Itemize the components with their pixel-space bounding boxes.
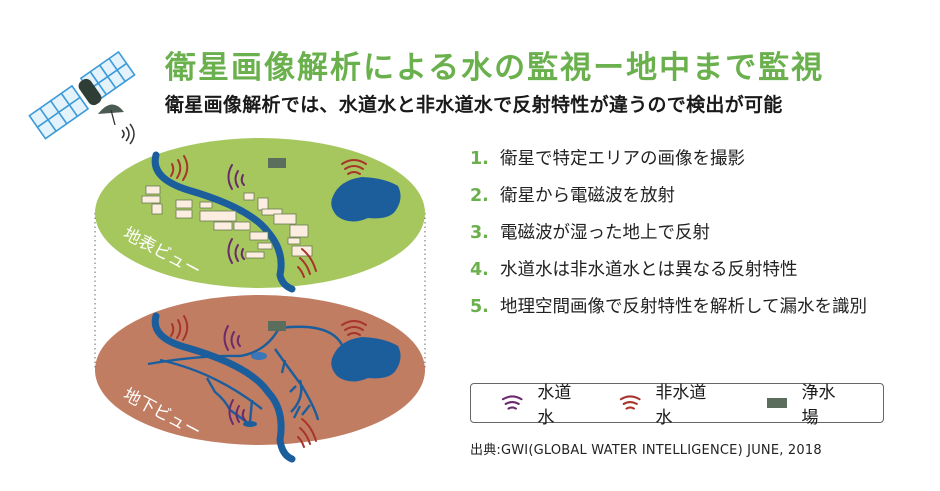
rectangle-icon [766,398,788,408]
step-text: 地理空間画像で反射特性を解析して漏水を識別 [500,297,867,317]
step-number: 1. [470,149,489,169]
legend-label: 水道水 [537,383,572,428]
underground-view: 地下ビュー [95,295,425,463]
step-text: 電磁波が湿った地上で反射 [500,223,710,243]
legend-item-tap-water: 水道水 [501,378,585,428]
satellite-icon [28,50,136,145]
step-item: 2. 衛星から電磁波を放射 [470,185,930,207]
step-text: 水道水は非水道水とは異なる反射特性 [500,260,798,280]
step-item: 4. 水道水は非水道水とは異なる反射特性 [470,259,930,281]
step-number: 5. [470,297,489,317]
page-title: 衛星画像解析による水の監視ー地中まで監視 [165,50,825,86]
page-subtitle: 衛星画像解析では、水道水と非水道水で反射特性が違うので検出が可能 [165,94,783,116]
legend-label: 非水道水 [655,383,707,428]
signal-wave-icon [501,395,523,410]
step-number: 2. [470,186,489,206]
step-text: 衛星で特定エリアの画像を撮影 [500,149,745,169]
surface-view: 地表ビュー [95,138,425,293]
step-item: 5. 地理空間画像で反射特性を解析して漏水を識別 [470,296,930,324]
legend-label: 浄水場 [801,383,836,428]
step-number: 3. [470,223,489,243]
legend-item-non-tap-water: 非水道水 [619,378,719,428]
step-item: 3. 電磁波が湿った地上で反射 [470,222,930,244]
legend: 水道水 非水道水 浄水場 [470,383,884,428]
signal-wave-icon [619,395,641,410]
step-number: 4. [470,260,489,280]
map-illustration: 地下ビュー [94,138,426,463]
steps-list: 1. 衛星で特定エリアの画像を撮影 2. 衛星から電磁波を放射 3. 電磁波が湿… [470,148,930,339]
step-item: 1. 衛星で特定エリアの画像を撮影 [470,148,930,170]
step-text: 衛星から電磁波を放射 [500,186,675,206]
source-citation: 出典:GWI(GLOBAL WATER INTELLIGENCE) JUNE, … [470,443,822,458]
legend-item-treatment-plant: 浄水場 [766,378,849,428]
